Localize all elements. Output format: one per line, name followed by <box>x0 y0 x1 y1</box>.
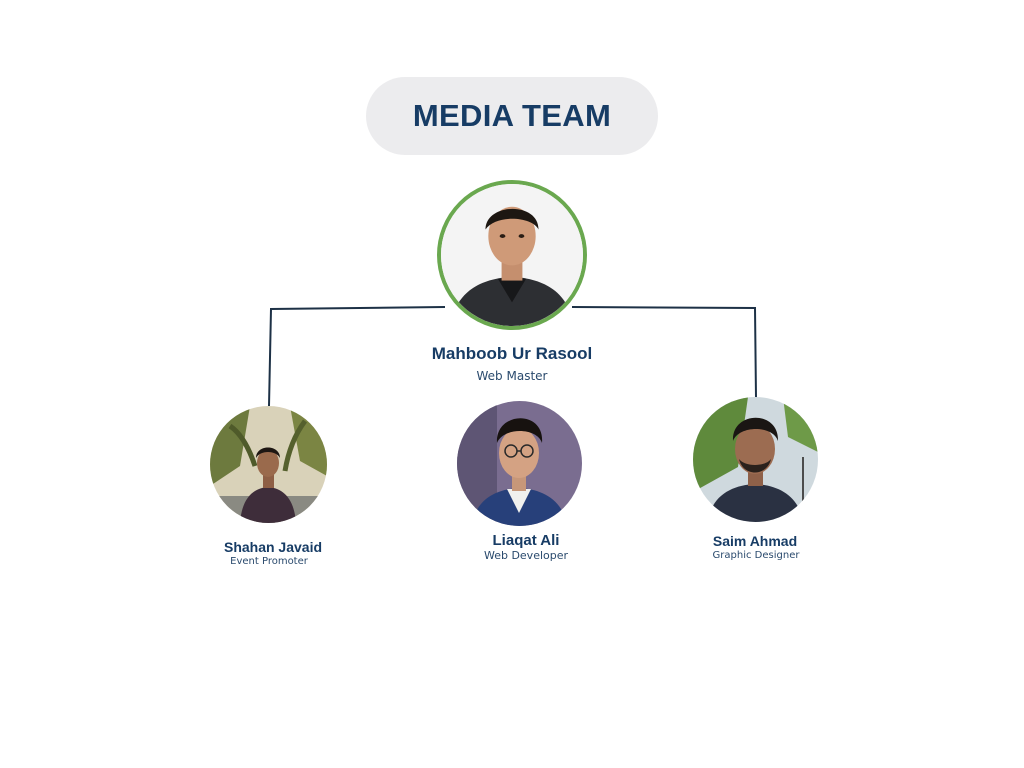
member-name: Saim Ahmad <box>712 533 798 549</box>
member-name: Shahan Javaid <box>223 539 323 555</box>
member-photo <box>693 397 818 522</box>
person-photo-icon <box>441 184 583 326</box>
member-name: Liaqat Ali <box>492 532 560 549</box>
person-photo-icon <box>693 397 818 522</box>
leader-name: Mahboob Ur Rasool <box>431 344 593 363</box>
member-photo <box>210 406 327 523</box>
member-role: Graphic Designer <box>712 550 800 561</box>
page-title: MEDIA TEAM <box>412 98 612 133</box>
leader-photo <box>437 180 587 330</box>
member-photo <box>457 401 582 526</box>
leader-role: Web Master <box>476 369 548 383</box>
member-role: Event Promoter <box>230 556 308 567</box>
title-pill: MEDIA TEAM <box>366 77 658 155</box>
connector-left <box>268 306 446 407</box>
member-role: Web Developer <box>483 549 569 562</box>
connector-right <box>571 306 757 399</box>
person-photo-icon <box>210 406 327 523</box>
person-photo-icon <box>457 401 582 526</box>
